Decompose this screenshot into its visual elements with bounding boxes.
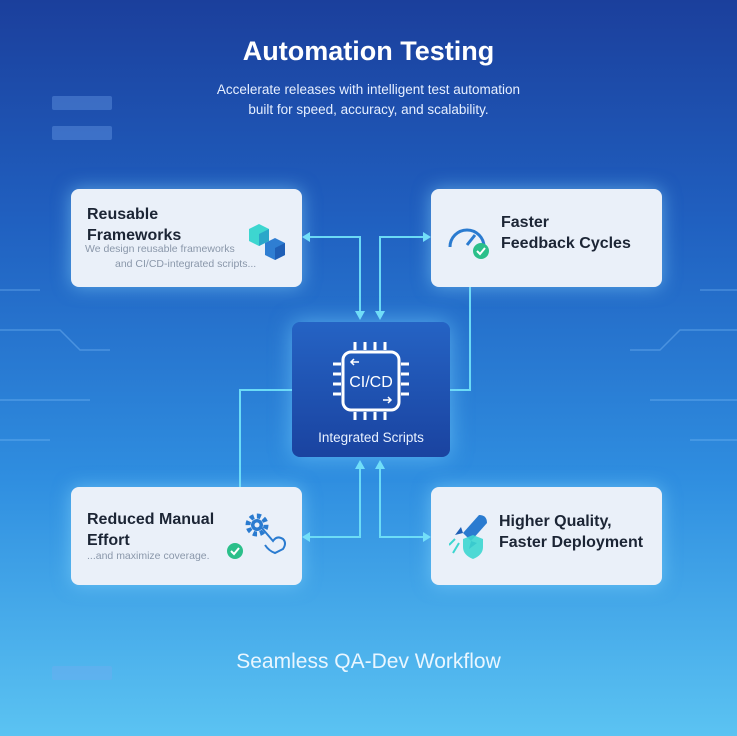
- cicd-center-node: CI/CD Integrated Scripts: [292, 322, 450, 457]
- card-description: and CI/CD-integrated scripts...: [115, 258, 257, 270]
- decoration-bar: [52, 126, 112, 140]
- subtitle-line: Accelerate releases with intelligent tes…: [216, 82, 521, 97]
- page-subtitle: Accelerate releases with intelligent tes…: [0, 80, 737, 120]
- card-title: Reusable: [87, 206, 159, 223]
- footer-tagline: Seamless QA-Dev Workflow: [236, 650, 501, 673]
- card-description: We design reusable frameworks: [85, 243, 235, 255]
- rocket-shield-icon: [449, 515, 487, 559]
- subtitle-line: built for speed, accuracy, and scalabili…: [248, 102, 489, 117]
- chip-icon: CI/CD: [333, 342, 409, 420]
- gear-hand-icon: [245, 513, 286, 555]
- chip-label: CI/CD: [349, 374, 393, 391]
- card-reusable-frameworks: Reusable Frameworks We design reusable f…: [71, 189, 302, 287]
- card-description: ...and maximize coverage.: [87, 550, 210, 562]
- check-badge-icon: [227, 543, 243, 559]
- speedometer-check-icon: [448, 228, 489, 259]
- card-title: Higher Quality,: [499, 513, 612, 530]
- card-higher-quality: Higher Quality, Faster Deployment: [431, 487, 662, 585]
- decoration-bar: [52, 96, 112, 110]
- card-title: Effort: [87, 532, 130, 549]
- decoration-bar: [52, 666, 112, 680]
- center-label: Integrated Scripts: [318, 430, 424, 445]
- card-reduced-manual-effort: Reduced Manual Effort ...and maximize co…: [71, 487, 302, 585]
- card-faster-feedback: Faster Feedback Cycles: [431, 189, 662, 287]
- card-title: Frameworks: [87, 227, 182, 244]
- card-title: Faster: [501, 214, 550, 231]
- card-title: Feedback Cycles: [501, 235, 631, 252]
- cubes-icon: [249, 224, 285, 260]
- card-title: Faster Deployment: [499, 534, 644, 551]
- page-title: Automation Testing: [242, 36, 495, 66]
- card-title: Reduced Manual: [87, 511, 215, 528]
